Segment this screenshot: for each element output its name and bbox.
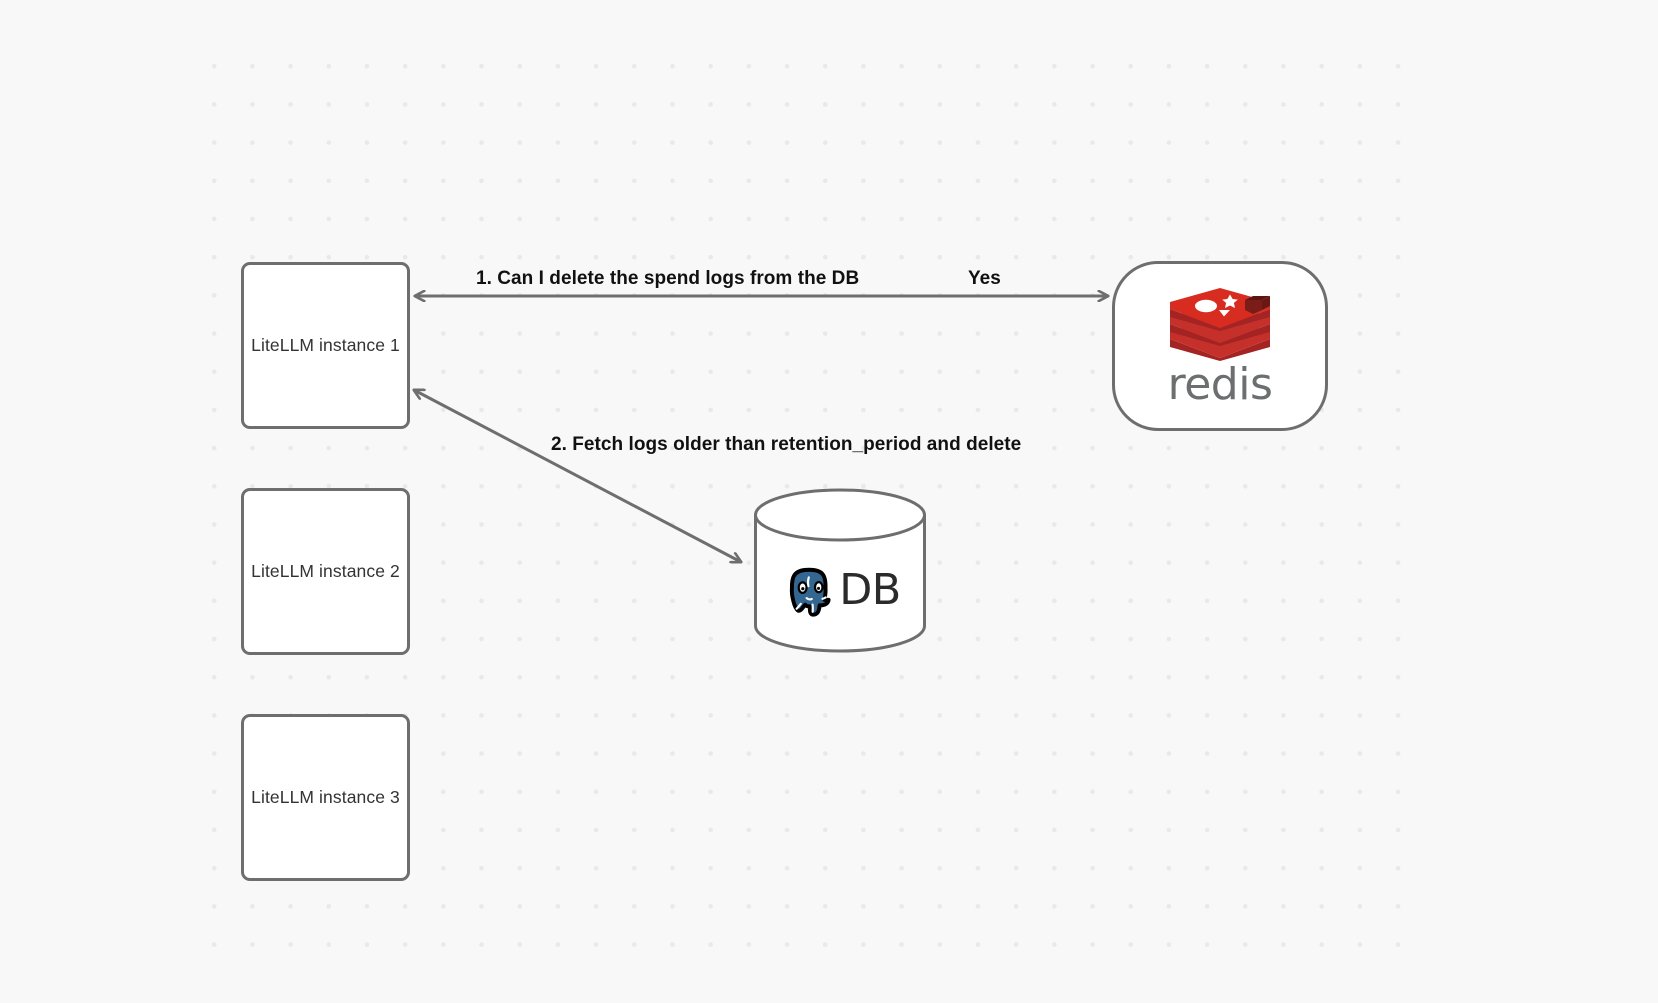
- cylinder-shape: [754, 488, 926, 653]
- node-litellm-instance-1[interactable]: LiteLLM instance 1: [241, 262, 410, 429]
- redis-wordmark: redis: [1167, 358, 1273, 410]
- edge-instance1-to-db[interactable]: [414, 390, 741, 562]
- edge-label-can-i-delete: 1. Can I delete the spend logs from the …: [476, 268, 860, 289]
- node-label: LiteLLM instance 1: [251, 335, 400, 355]
- redis-logo-group: redis: [1167, 287, 1273, 410]
- node-litellm-instance-3[interactable]: LiteLLM instance 3: [241, 714, 410, 881]
- edge-line-2: [414, 390, 741, 562]
- node-label: LiteLLM instance 3: [251, 787, 400, 807]
- postgresql-elephant-icon: [790, 567, 831, 617]
- edge-label-yes: Yes: [968, 268, 1001, 289]
- redis-stack-logo-icon: [1170, 287, 1270, 361]
- db-logo-group: DB: [753, 540, 927, 640]
- edge-label-fetch-logs: 2. Fetch logs older than retention_perio…: [551, 434, 1022, 455]
- node-postgres-db[interactable]: DB: [753, 488, 927, 653]
- node-label: LiteLLM instance 2: [251, 561, 400, 581]
- db-label: DB: [839, 564, 901, 615]
- node-litellm-instance-2[interactable]: LiteLLM instance 2: [241, 488, 410, 655]
- node-redis[interactable]: redis: [1112, 261, 1328, 431]
